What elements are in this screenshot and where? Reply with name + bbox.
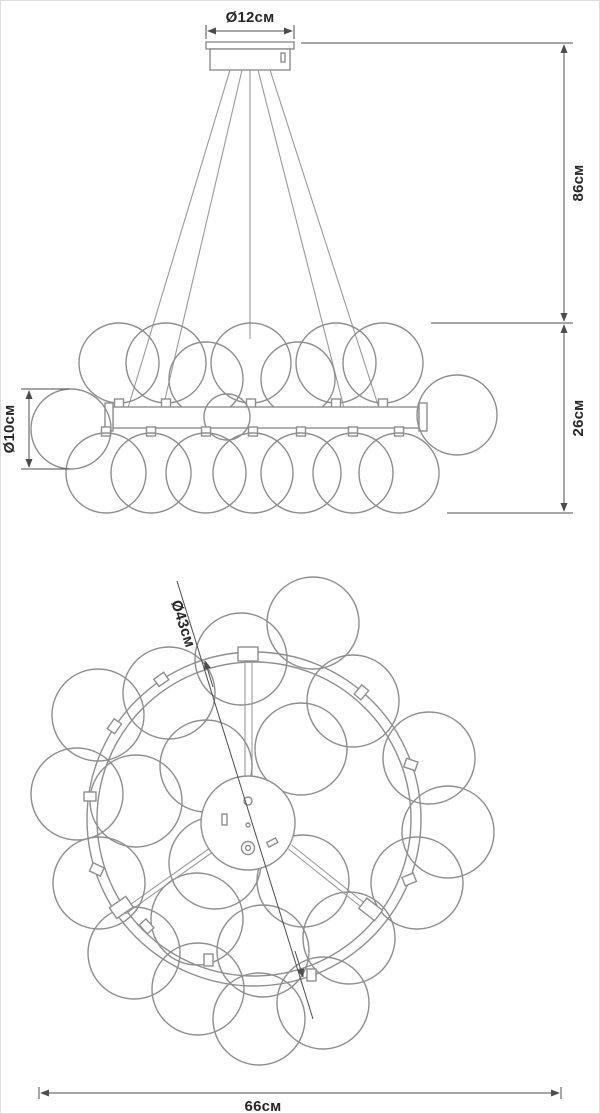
ring-diameter-label: Ø43см <box>167 598 198 650</box>
glass-sphere <box>210 322 292 404</box>
spoke <box>291 844 376 913</box>
glass-sphere <box>168 341 244 417</box>
canopy-center-hole <box>245 822 251 828</box>
sphere-connector <box>100 426 112 437</box>
sphere-stem <box>203 953 214 967</box>
spoke <box>122 843 216 911</box>
glass-sphere <box>370 836 464 930</box>
side-view: Ø12см <box>1 9 587 514</box>
glass-sphere <box>266 576 360 670</box>
canopy-plate <box>205 41 295 50</box>
suspension-height-label: 86см <box>570 165 587 202</box>
sphere-stem <box>106 717 123 735</box>
canopy-body <box>209 48 291 71</box>
glass-sphere <box>110 432 192 514</box>
glass-sphere <box>151 942 245 1036</box>
glass-sphere <box>276 956 370 1050</box>
dimension-fixture-height: 26см <box>447 324 587 514</box>
sphere-connector <box>247 426 259 437</box>
overall-width-label: 66см <box>245 1098 282 1114</box>
spoke-connector <box>237 646 259 662</box>
glass-sphere <box>358 432 440 514</box>
glass-sphere <box>212 432 294 514</box>
sphere-connector <box>145 426 157 437</box>
sphere-stem <box>401 872 418 887</box>
canopy-slot <box>265 836 279 848</box>
glass-sphere <box>165 432 247 514</box>
dimension-arrow <box>203 660 214 688</box>
dimension-line <box>176 580 314 1020</box>
suspension-wires <box>127 69 380 409</box>
glass-sphere <box>342 322 424 404</box>
glass-sphere <box>89 754 183 848</box>
glass-sphere <box>30 747 124 841</box>
dimension-suspension-height: 86см <box>301 42 587 324</box>
glass-sphere <box>254 702 348 796</box>
sphere-stem <box>402 757 419 772</box>
sphere-connector <box>295 426 307 437</box>
glass-sphere <box>312 432 394 514</box>
ring-connectors <box>83 646 419 982</box>
glass-sphere <box>150 872 244 966</box>
fixture-height-label: 26см <box>570 400 587 437</box>
dimension-sphere-diameter: Ø10см <box>1 388 69 470</box>
glass-sphere <box>78 322 160 404</box>
sphere-connector <box>200 426 212 437</box>
ceiling-canopy-plan <box>200 775 296 871</box>
spoke <box>288 848 373 917</box>
sphere-stem <box>152 671 170 688</box>
glass-sphere <box>52 836 146 930</box>
canopy-screw <box>280 52 286 63</box>
glass-sphere <box>65 432 147 514</box>
canopy-screw-hole <box>244 844 252 852</box>
ceiling-canopy-side <box>205 41 295 71</box>
glass-sphere <box>212 972 306 1066</box>
ring-bar-end <box>418 402 428 432</box>
glass-sphere <box>416 374 498 456</box>
dimension-canopy-diameter: Ø12см <box>205 9 295 39</box>
sphere-stem <box>138 917 155 935</box>
sphere-stem <box>88 861 106 877</box>
suspension-wire <box>162 69 243 409</box>
glass-sphere <box>125 322 207 404</box>
glass-sphere <box>260 432 342 514</box>
ring-inner-edge <box>96 661 412 977</box>
canopy-slot <box>221 813 228 826</box>
glass-sphere <box>306 654 400 748</box>
suspension-wire <box>269 69 380 409</box>
glass-sphere <box>194 612 288 706</box>
glass-sphere <box>382 711 476 805</box>
suspension-wire <box>127 69 231 409</box>
sphere-diameter-label: Ø10см <box>1 405 18 454</box>
fixture-side <box>30 322 498 514</box>
canopy-screw-hole <box>240 840 256 856</box>
spoke-connector <box>108 895 135 920</box>
dimension-arrow <box>294 950 305 978</box>
glass-sphere <box>401 785 495 879</box>
glass-sphere <box>256 834 350 928</box>
glass-sphere <box>51 668 145 762</box>
sphere-connector <box>393 426 405 437</box>
ring-bar <box>112 406 420 429</box>
sphere-connector <box>347 426 359 437</box>
central-hub <box>203 393 251 441</box>
spoke-connector <box>357 897 384 922</box>
dimension-overall-width: 66см <box>38 1087 562 1114</box>
glass-sphere <box>30 388 112 470</box>
canopy-diameter-label: Ø12см <box>226 9 275 26</box>
glass-sphere <box>260 341 336 417</box>
sphere-stem <box>306 968 317 982</box>
canopy-screw-hole <box>243 796 253 806</box>
sphere-stem <box>83 791 97 802</box>
plan-view: Ø43см <box>30 576 495 1066</box>
sphere-stem <box>353 683 370 701</box>
suspension-wire <box>257 69 345 409</box>
glass-sphere <box>302 891 396 985</box>
glass-sphere <box>122 646 216 740</box>
